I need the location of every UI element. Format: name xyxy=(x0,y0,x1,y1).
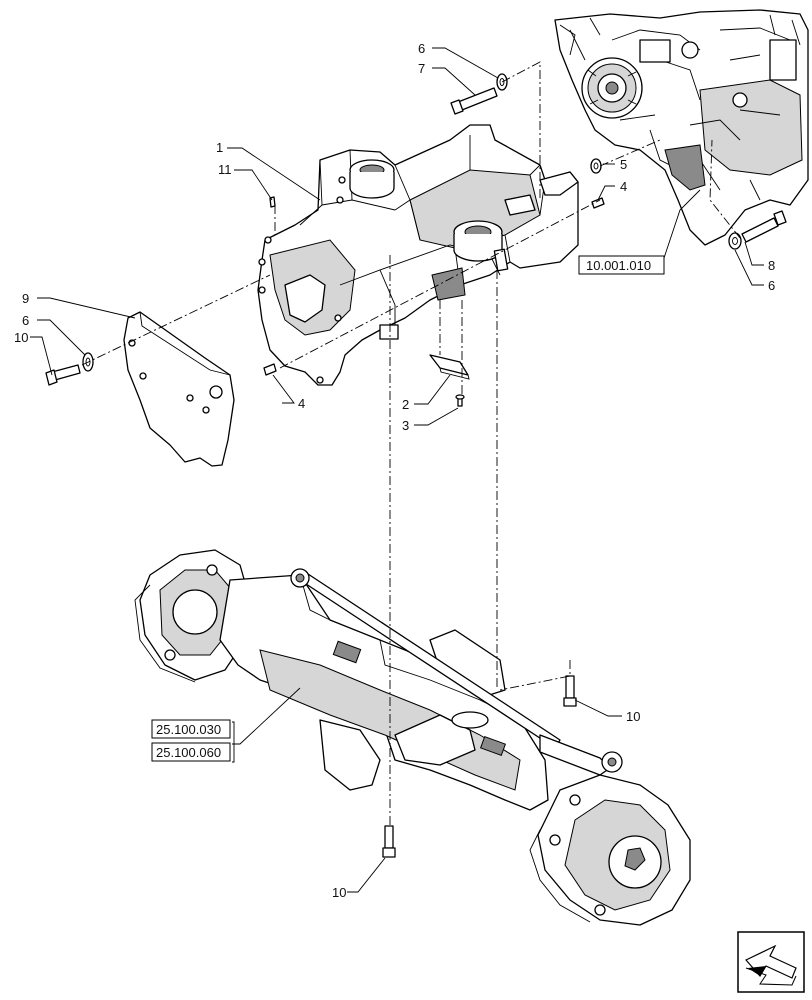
bolt-left xyxy=(45,364,81,386)
alignment-lines xyxy=(81,61,741,825)
washer-5 xyxy=(590,158,602,174)
callout-4-left: 4 xyxy=(298,396,305,411)
callout-6-top: 6 xyxy=(418,41,425,56)
callout-10-left: 10 xyxy=(14,330,28,345)
plate-2 xyxy=(429,354,470,380)
callout-2: 2 xyxy=(402,397,409,412)
callout-6-left: 6 xyxy=(22,313,29,328)
front-support xyxy=(257,124,579,386)
reference-axle[interactable]: 25.100.030 25.100.060 xyxy=(151,719,235,763)
bolt-axle-right xyxy=(563,675,577,707)
reference-engine[interactable]: 10.001.010 xyxy=(578,255,665,275)
washer-right xyxy=(728,232,742,250)
engine-block xyxy=(554,9,809,246)
callout-labels: 1 11 9 6 10 4 6 7 5 4 2 3 8 6 10 10 xyxy=(14,41,775,900)
callout-6-right: 6 xyxy=(768,278,775,293)
screw-3 xyxy=(455,394,465,407)
callout-10-bottom: 10 xyxy=(332,885,346,900)
cover-plate xyxy=(123,311,235,467)
callout-1: 1 xyxy=(216,140,223,155)
bolt-axle-bottom xyxy=(382,825,396,858)
callout-7: 7 xyxy=(418,61,425,76)
callout-4-right: 4 xyxy=(620,179,627,194)
callout-10-right: 10 xyxy=(626,709,640,724)
callout-5: 5 xyxy=(620,157,627,172)
callout-8: 8 xyxy=(768,258,775,273)
reference-axle-label-2[interactable]: 25.100.060 xyxy=(156,745,221,760)
reference-engine-label[interactable]: 10.001.010 xyxy=(586,258,651,273)
callout-11: 11 xyxy=(218,162,232,177)
pin-left xyxy=(263,363,277,376)
reference-axle-label-1[interactable]: 25.100.030 xyxy=(156,722,221,737)
leader-lines xyxy=(30,47,764,893)
front-axle xyxy=(134,549,691,926)
bolt-right xyxy=(741,210,787,243)
next-page-arrow-icon[interactable] xyxy=(737,931,805,993)
callout-3: 3 xyxy=(402,418,409,433)
callout-9: 9 xyxy=(22,291,29,306)
bolt-top xyxy=(450,87,498,115)
